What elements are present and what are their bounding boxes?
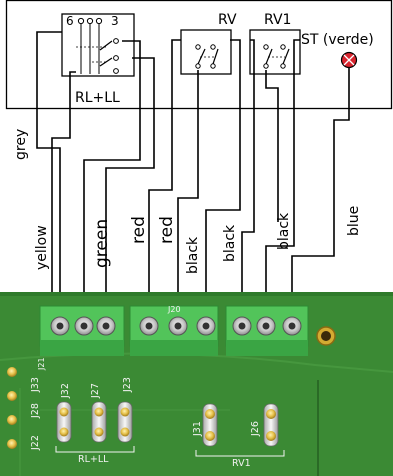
wire-black-4 xyxy=(265,70,279,222)
relay-rv1: RV1 xyxy=(249,12,301,75)
silk-rv1: RV1 xyxy=(232,458,251,469)
silk-j32: J32 xyxy=(60,383,71,399)
silk-j22: J22 xyxy=(30,435,41,451)
wire-blue xyxy=(291,68,350,325)
silk-j21: J21 xyxy=(37,357,46,371)
silk-j23: J23 xyxy=(122,377,133,393)
wire-red-2 xyxy=(177,70,199,325)
relay-rv: RV xyxy=(180,12,237,75)
wire-grey xyxy=(36,31,62,325)
terminal-block-j21 xyxy=(39,305,125,356)
silk-j20: J20 xyxy=(167,305,181,314)
wire-green xyxy=(105,57,155,325)
terminal-block-j20 xyxy=(129,305,219,356)
label-black-3: black xyxy=(276,212,292,250)
relay-rl-ll-pin-6: 6 xyxy=(66,14,74,28)
wire-black-2 xyxy=(241,39,255,325)
label-black-1: black xyxy=(185,236,201,274)
wire-red-1 xyxy=(148,39,181,325)
silk-rl-ll: RL+LL xyxy=(78,454,109,465)
label-red-2: red xyxy=(157,216,177,244)
relay-rl-ll-pin-3: 3 xyxy=(111,14,119,28)
wire-green-relay xyxy=(83,40,141,325)
relay-rv-label: RV xyxy=(218,12,237,28)
label-grey: grey xyxy=(13,129,29,160)
silk-j27: J27 xyxy=(90,383,101,399)
jumpers-rv1 xyxy=(195,403,285,457)
lamp-st-label: ST (verde) xyxy=(301,32,374,48)
wire-labels: grey yellow green red red black black bl… xyxy=(13,129,362,274)
wire-black-1 xyxy=(205,39,241,325)
wire-yellow xyxy=(51,71,76,325)
jumper-column-left xyxy=(7,367,17,449)
pcb-board: J21 J20 xyxy=(0,292,393,476)
lamp-st-green: ST (verde) xyxy=(301,32,374,69)
label-black-2: black xyxy=(222,224,238,262)
silk-j31: J31 xyxy=(192,421,203,437)
jumpers-rl-ll xyxy=(55,401,135,453)
terminal-block-3 xyxy=(225,305,309,356)
enclosure-frame xyxy=(5,0,393,110)
silk-j26: J26 xyxy=(250,421,261,437)
silk-j33: J33 xyxy=(30,377,41,393)
label-blue: blue xyxy=(346,206,362,236)
wires xyxy=(36,31,350,325)
relay-rl-ll: 6 3 RL+LL xyxy=(61,13,135,106)
label-yellow: yellow xyxy=(34,225,50,270)
label-red-1: red xyxy=(129,216,149,244)
relay-rl-ll-label: RL+LL xyxy=(75,90,120,106)
label-green: green xyxy=(92,219,112,268)
wire-black-3 xyxy=(265,39,300,325)
relay-rv1-label: RV1 xyxy=(264,12,291,28)
silk-j28: J28 xyxy=(30,403,41,419)
